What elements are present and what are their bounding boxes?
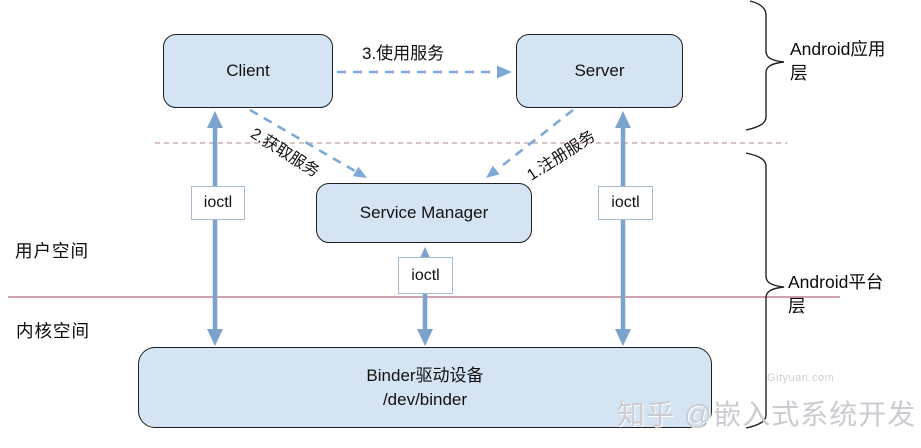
ioctl-badge-client: ioctl — [191, 186, 245, 220]
register-service-arrow — [486, 108, 574, 178]
android-app-layer-label: Android应用层 — [790, 39, 886, 83]
get-service-arrow — [249, 108, 367, 178]
kernel-space-label: 内核空间 — [16, 321, 90, 341]
zhihu-watermark: 知乎 @嵌入式系统开发 — [617, 399, 917, 430]
binder-driver-devpath: /dev/binder — [382, 389, 468, 409]
android-platform-layer-label: Android平台层 — [788, 272, 884, 316]
ioctl-badge-service-manager-label: ioctl — [411, 266, 440, 284]
use-service-arrow — [337, 65, 512, 79]
ioctl-badge-server-label: ioctl — [611, 194, 640, 211]
app-layer-brace — [745, 0, 785, 131]
server-binder-arrow — [615, 111, 631, 346]
client-node-label: Client — [226, 61, 270, 80]
client-node: Client — [163, 34, 333, 108]
gityuan-watermark: Gityuan.com — [767, 372, 835, 384]
binder-driver-node: Binder驱动设备 /dev/binder — [138, 347, 712, 428]
service-manager-node-label: Service Manager — [359, 203, 489, 222]
server-node-label: Server — [574, 61, 625, 80]
use-service-arrow-label: 3.使用服务 — [362, 44, 445, 63]
ioctl-badge-server: ioctl — [598, 186, 653, 220]
service-manager-node: Service Manager — [316, 183, 532, 243]
ioctl-badge-client-label: ioctl — [203, 194, 233, 211]
user-space-label: 用户空间 — [15, 241, 89, 261]
server-node: Server — [516, 34, 683, 108]
platform-layer-brace — [745, 152, 785, 429]
binder-driver-title: Binder驱动设备 — [366, 365, 484, 385]
client-binder-arrow — [207, 111, 223, 346]
ioctl-badge-service-manager: ioctl — [398, 257, 453, 294]
